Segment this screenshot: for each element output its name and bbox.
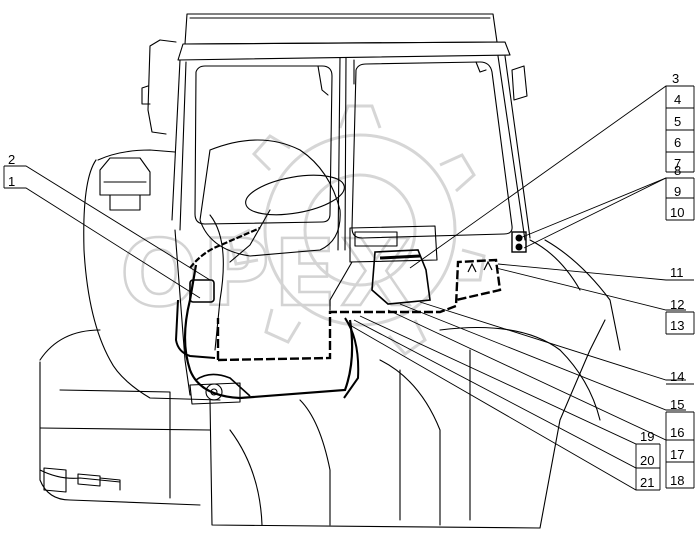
callout-6: 6: [674, 135, 681, 150]
callout-12: 12: [670, 297, 684, 312]
callout-18: 18: [670, 473, 684, 488]
callouts-bottom-mid: 19 20 21: [635, 429, 661, 491]
callout-20: 20: [640, 453, 654, 468]
callout-11: 11: [670, 265, 684, 280]
callout-21: 21: [640, 475, 654, 490]
switch-unit: [371, 249, 431, 305]
callout-13: 13: [670, 318, 684, 333]
watermark-logo: OPEX: [119, 104, 486, 356]
harness-left-drop: [174, 299, 216, 359]
harness-lower: [343, 317, 360, 399]
callout-5: 5: [674, 114, 681, 129]
callout-7: 7: [674, 156, 681, 171]
callouts-right-mid: 8 9 10: [665, 163, 695, 221]
harness-rear: [183, 264, 354, 400]
wiring-harness: [174, 226, 527, 400]
harness-main-loop: [217, 258, 502, 362]
gear-icon: [228, 104, 486, 356]
callouts-left: 2 1: [8, 152, 15, 189]
harness-column: [189, 226, 261, 269]
callout-1: 1: [8, 174, 15, 189]
callout-3: 3: [672, 71, 679, 86]
callout-10: 10: [670, 205, 684, 220]
tractor-cab-outline: [39, 13, 621, 529]
callouts-bottom-right: 14 15 16 17 18: [665, 369, 695, 489]
callout-14: 14: [670, 369, 684, 384]
callout-16: 16: [670, 425, 684, 440]
callout-2: 2: [8, 152, 15, 167]
callouts-right-top: 3 4 5 6 7: [665, 71, 695, 173]
callout-15: 15: [670, 397, 684, 412]
callout-8: 8: [674, 163, 681, 178]
watermark-text: OPEX: [120, 220, 415, 327]
fuse-box-left: [189, 279, 215, 303]
callout-19: 19: [640, 429, 654, 444]
connector-block: [511, 231, 527, 253]
callout-9: 9: [674, 184, 681, 199]
callouts-right-low: 11 12 13: [665, 265, 695, 335]
callout-17: 17: [670, 447, 684, 462]
callout-4: 4: [674, 92, 681, 107]
